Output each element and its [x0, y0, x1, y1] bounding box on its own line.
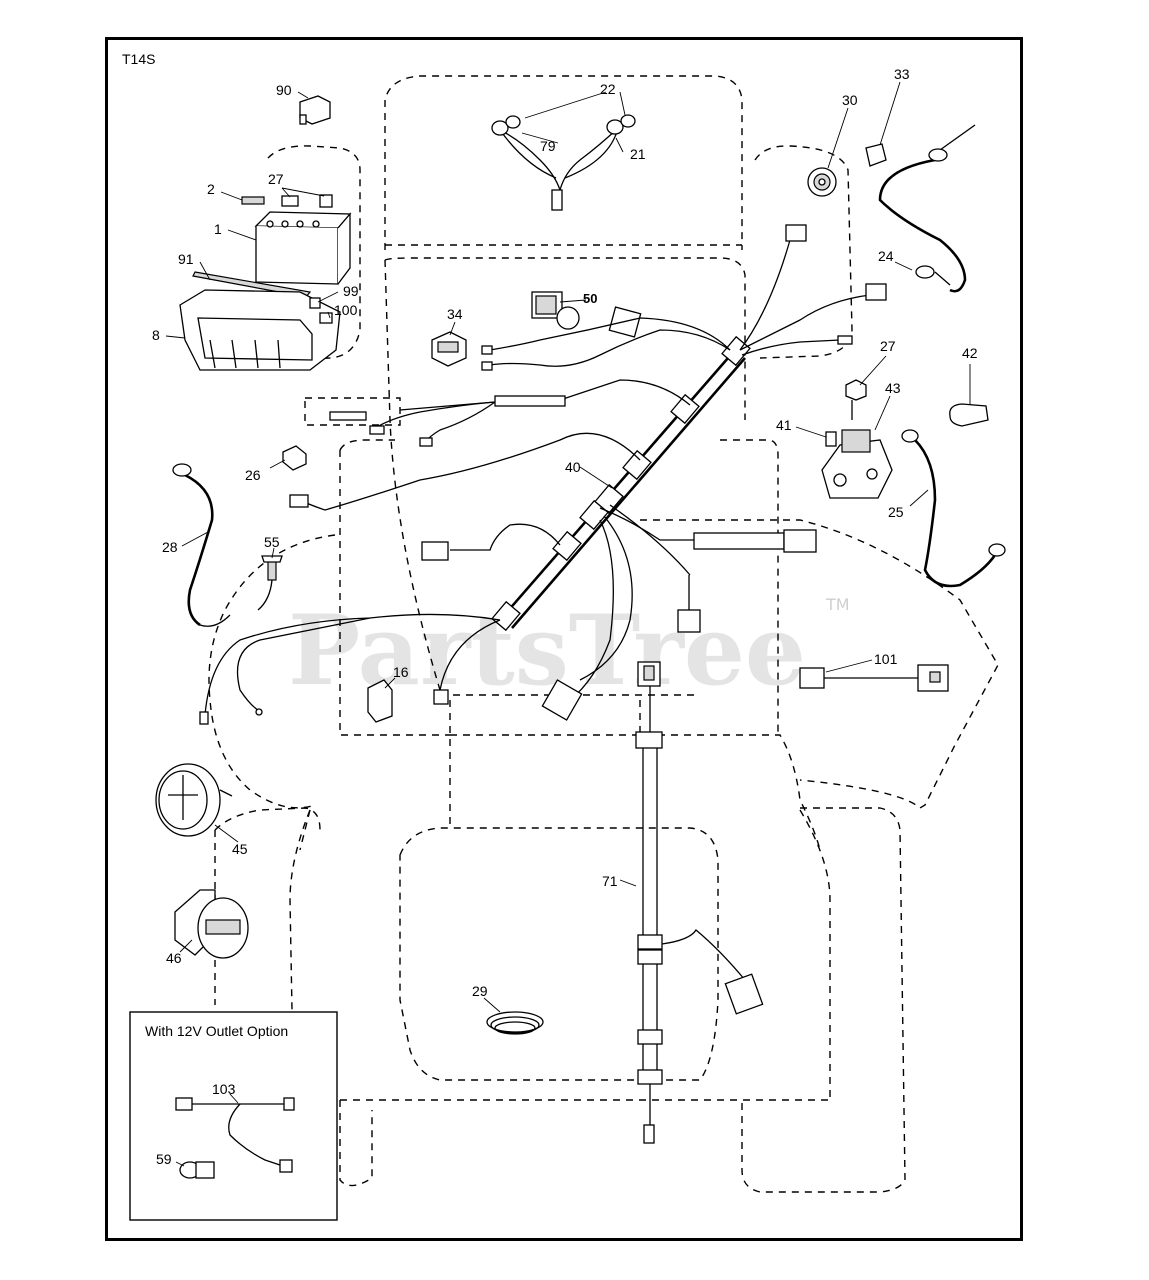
callout-27-solenoid: 27 [880, 338, 896, 354]
connector-top-right [785, 224, 807, 242]
left-headlight-bulb [491, 120, 509, 136]
headlight-connector [551, 189, 563, 211]
cable-25-starter [901, 429, 1006, 588]
cable-28-ground [172, 463, 231, 627]
part-30-key-switch [807, 167, 837, 197]
callout-21: 21 [630, 146, 646, 162]
part-45-hour-meter [155, 763, 233, 837]
callouts: 90 22 79 21 30 33 2 27 1 91 99 100 8 50 … [152, 66, 978, 1167]
callout-29: 29 [472, 983, 488, 999]
callout-43: 43 [885, 380, 901, 396]
headlight-harness [491, 114, 636, 211]
callout-33: 33 [894, 66, 910, 82]
battery-assembly [179, 194, 352, 371]
callout-100: 100 [334, 302, 358, 318]
part-42-terminal-boot [949, 403, 989, 427]
leader-lines [165, 81, 971, 1167]
option-box [129, 1011, 338, 1221]
cable-24-battery-positive [878, 124, 976, 293]
callout-2: 2 [207, 181, 215, 197]
right-headlight-socket [620, 114, 636, 128]
callout-34: 34 [447, 306, 463, 322]
callout-1: 1 [214, 221, 222, 237]
part-101-harness [799, 664, 949, 692]
part-26-relay [282, 445, 307, 471]
part-50-ignition-switch [531, 291, 580, 330]
callout-27-battery: 27 [268, 171, 284, 187]
watermark-text: PartsTree [288, 594, 806, 707]
option-box-title: With 12V Outlet Option [145, 1023, 288, 1039]
tractor-outline [208, 75, 999, 1193]
watermark-trademark: TM [825, 595, 850, 614]
part-16-connector [367, 679, 393, 723]
callout-28: 28 [162, 539, 178, 555]
left-headlight-socket [505, 115, 521, 129]
callout-91: 91 [178, 251, 194, 267]
callout-16: 16 [393, 664, 409, 680]
part-90-switch [299, 95, 331, 125]
callout-101: 101 [874, 651, 898, 667]
part-41-screw [825, 431, 837, 447]
callout-46: 46 [166, 950, 182, 966]
callout-103: 103 [212, 1081, 236, 1097]
part-71-harness [635, 661, 764, 1144]
part-59-outlet [179, 1161, 215, 1179]
callout-30: 30 [842, 92, 858, 108]
part-27-nut [845, 379, 867, 401]
callout-71: 71 [602, 873, 618, 889]
callout-24: 24 [878, 248, 894, 264]
part-34-rocker-switch [431, 331, 467, 367]
part-103-outlet-harness [175, 1097, 295, 1173]
callout-59: 59 [156, 1151, 172, 1167]
callout-41: 41 [776, 417, 792, 433]
callout-50: 50 [583, 291, 597, 306]
starter-solenoid-assembly [821, 379, 893, 499]
part-55-bolt [257, 555, 283, 611]
part-33-clip [865, 143, 887, 167]
part-29-wire-tie [486, 1011, 544, 1035]
callout-99: 99 [343, 283, 359, 299]
callout-42: 42 [962, 345, 978, 361]
callout-55: 55 [264, 534, 280, 550]
battery-bolt [241, 196, 265, 205]
callout-8: 8 [152, 327, 160, 343]
part-46-meter [174, 889, 249, 959]
callout-40: 40 [565, 459, 581, 475]
callout-45: 45 [232, 841, 248, 857]
main-harness-40 [199, 224, 887, 725]
callout-25: 25 [888, 504, 904, 520]
callout-26: 26 [245, 467, 261, 483]
callout-22: 22 [600, 81, 616, 97]
callout-90: 90 [276, 82, 292, 98]
callout-79: 79 [540, 138, 556, 154]
diagram-code: T14S [122, 51, 155, 67]
right-headlight-bulb [606, 119, 624, 135]
